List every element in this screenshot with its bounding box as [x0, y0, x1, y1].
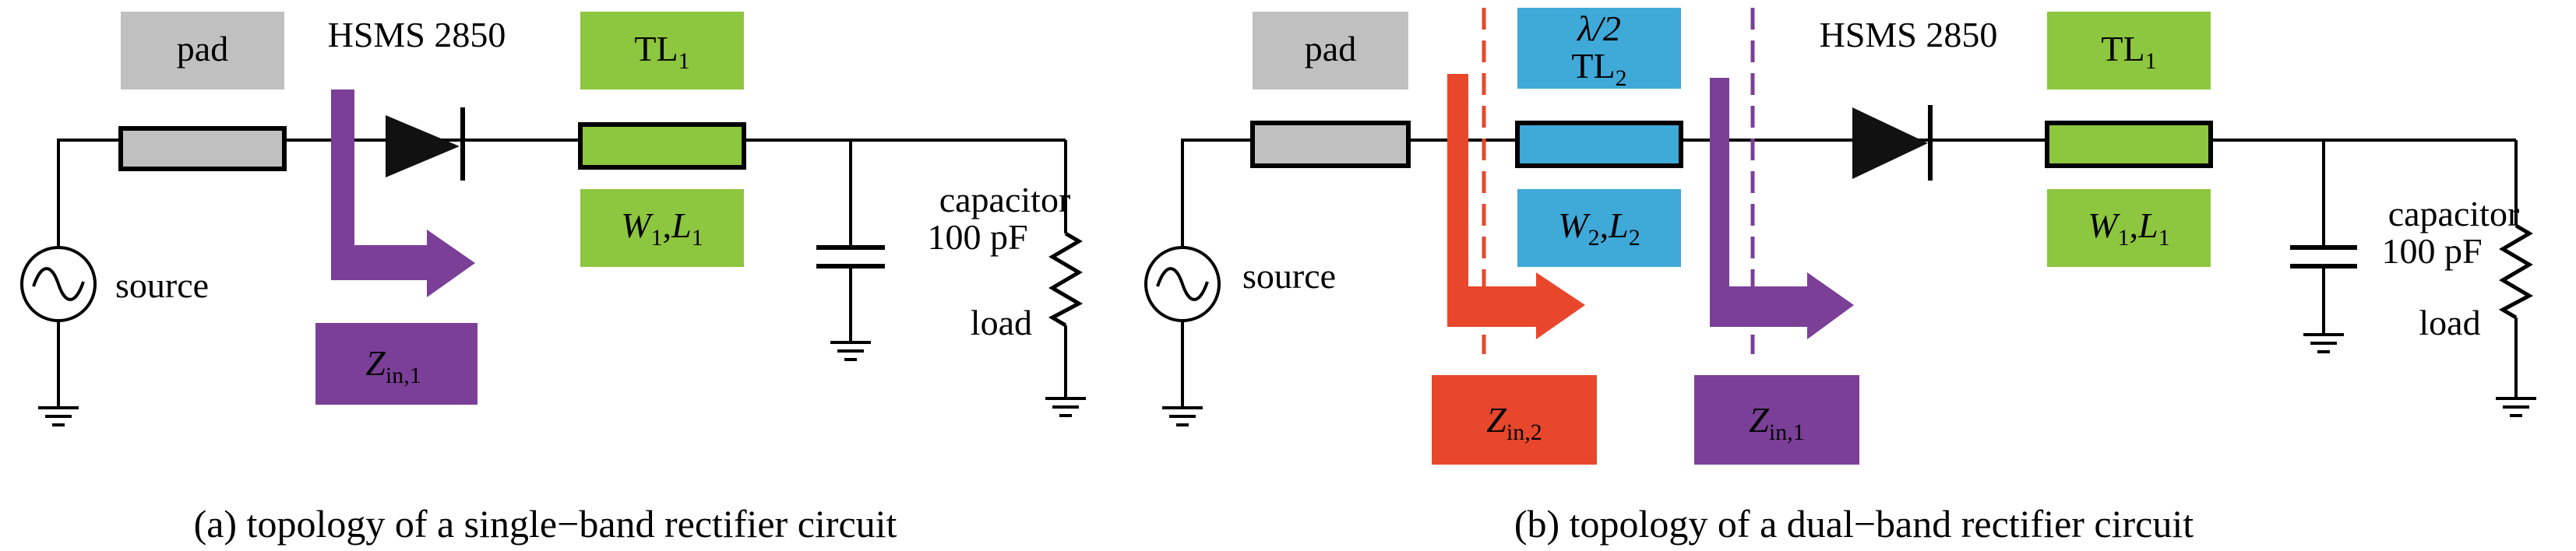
- zin1-label: Zin,1: [365, 343, 421, 388]
- w2-l2-label: W2,L2: [1558, 205, 1640, 251]
- pad-label: pad: [177, 29, 228, 68]
- diode-icon: [1852, 105, 1933, 181]
- source-icon: [20, 246, 97, 322]
- ground-icon: [829, 341, 872, 361]
- ground-icon: [2302, 333, 2345, 353]
- pad-block-b: [1250, 121, 1411, 168]
- tl1-label: TL1: [634, 29, 689, 74]
- zin1-label-b: Zin,1: [1749, 400, 1804, 445]
- single-band-circuit: [57, 139, 1067, 408]
- capacitor-label-line1-b: capacitor: [2388, 194, 2520, 233]
- tl1-label-box-b: [2047, 12, 2211, 89]
- tl2-block: [1515, 121, 1683, 168]
- capacitor-label-line2-b: 100 pF: [2381, 231, 2482, 271]
- pad-label-box-b: [1253, 12, 1408, 89]
- w1-l1-label-b: W1,L1: [2088, 205, 2169, 251]
- w1-l1-box-b: [2047, 189, 2211, 267]
- zin1-label-box-b: [1694, 375, 1859, 465]
- pad-block: [118, 126, 287, 171]
- source-label-b: source: [1242, 256, 1336, 296]
- diode-label-b: HSMS 2850: [1820, 15, 1998, 54]
- tl1-block-b: [2045, 121, 2213, 168]
- ground-icon: [1044, 397, 1087, 417]
- tl1-label-box: [580, 12, 744, 89]
- resistor-icon: [2498, 223, 2534, 320]
- tl2-label-box: [1517, 8, 1681, 89]
- diode-icon: [386, 107, 465, 181]
- ground-icon: [2494, 397, 2538, 417]
- caption-a: (a) topology of a single−band rectifier …: [194, 502, 897, 546]
- source-label: source: [115, 265, 209, 305]
- load-label: load: [971, 303, 1032, 342]
- capacitor-icon: [816, 245, 885, 268]
- tl2-label: TL2: [1571, 46, 1626, 91]
- capacitor-label-line1: capacitor: [939, 180, 1071, 219]
- w2-l2-box: [1517, 189, 1681, 267]
- w1-l1-label: W1,L1: [621, 205, 703, 251]
- caption-b: (b) topology of a dual−band rectifier ci…: [1514, 502, 2194, 546]
- resistor-icon: [1048, 231, 1084, 328]
- capacitor-icon: [2290, 245, 2357, 268]
- capacitor-label-line2: 100 pF: [927, 217, 1027, 257]
- pad-label-b: pad: [1305, 29, 1356, 68]
- pad-label-box: [121, 12, 284, 89]
- diode-label: HSMS 2850: [328, 15, 506, 54]
- w1-l1-box: [580, 189, 744, 267]
- load-label-b: load: [2419, 303, 2480, 342]
- ground-icon: [37, 406, 80, 426]
- zin2-label: Zin,2: [1486, 400, 1542, 445]
- dual-band-circuit: [1181, 139, 2518, 408]
- ground-icon: [1161, 406, 1204, 426]
- zin1-arrow: [331, 89, 475, 297]
- zin2-label-box: [1432, 375, 1597, 465]
- zin1-label-box: [315, 323, 477, 405]
- zin1-arrow-b: [1710, 78, 1854, 339]
- zin2-arrow: [1447, 74, 1585, 339]
- tl2-label-top: λ/2: [1576, 9, 1621, 48]
- source-icon: [1144, 246, 1221, 322]
- tl1-block: [578, 122, 746, 170]
- main-wire-a: [57, 139, 121, 284]
- tl1-label-b: TL1: [2101, 29, 2156, 74]
